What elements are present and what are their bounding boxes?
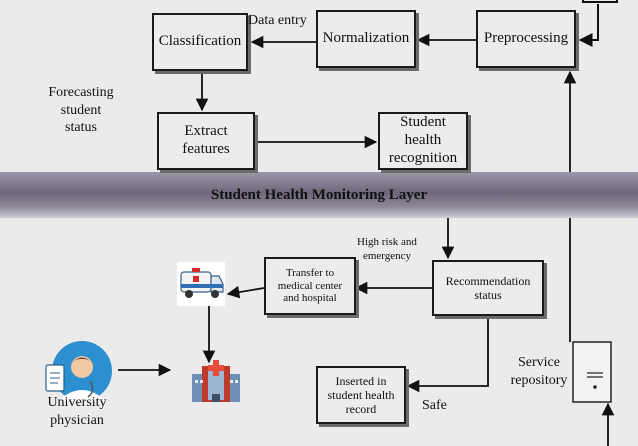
university-physician-label: University physician xyxy=(47,395,107,428)
ambulance-icon xyxy=(177,262,225,306)
layer-title: Student Health Monitoring Layer xyxy=(210,186,428,203)
forecasting-label: Forecasting student status xyxy=(48,85,114,135)
layer-band: Student Health Monitoring Layer xyxy=(0,172,638,218)
recommendation-box: Recommendation status xyxy=(432,260,544,316)
health-recognition-box: Student health recognition xyxy=(378,112,468,170)
arrow-recommendation-to-record xyxy=(406,318,489,393)
data-entry-label: Data entry xyxy=(248,13,307,28)
extract-features-box: Extract features xyxy=(157,112,255,170)
top-right-connector xyxy=(578,0,618,47)
hospital-icon xyxy=(192,360,240,402)
normalization-box: Normalization xyxy=(316,10,416,68)
server-icon xyxy=(572,341,612,403)
high-risk-label: High risk and emergency xyxy=(357,236,417,262)
arrow-transfer-to-ambulance xyxy=(226,285,265,299)
transfer-box: Transfer to medical center and hospital xyxy=(264,257,356,315)
preprocessing-box: Preprocessing xyxy=(476,10,576,68)
physician-icon xyxy=(45,341,112,401)
classification-box: Classification xyxy=(152,13,248,71)
safe-label: Safe xyxy=(422,398,447,413)
service-repository-label: Service repository xyxy=(510,355,568,388)
inserted-record-box: Inserted in student health record xyxy=(316,366,406,424)
